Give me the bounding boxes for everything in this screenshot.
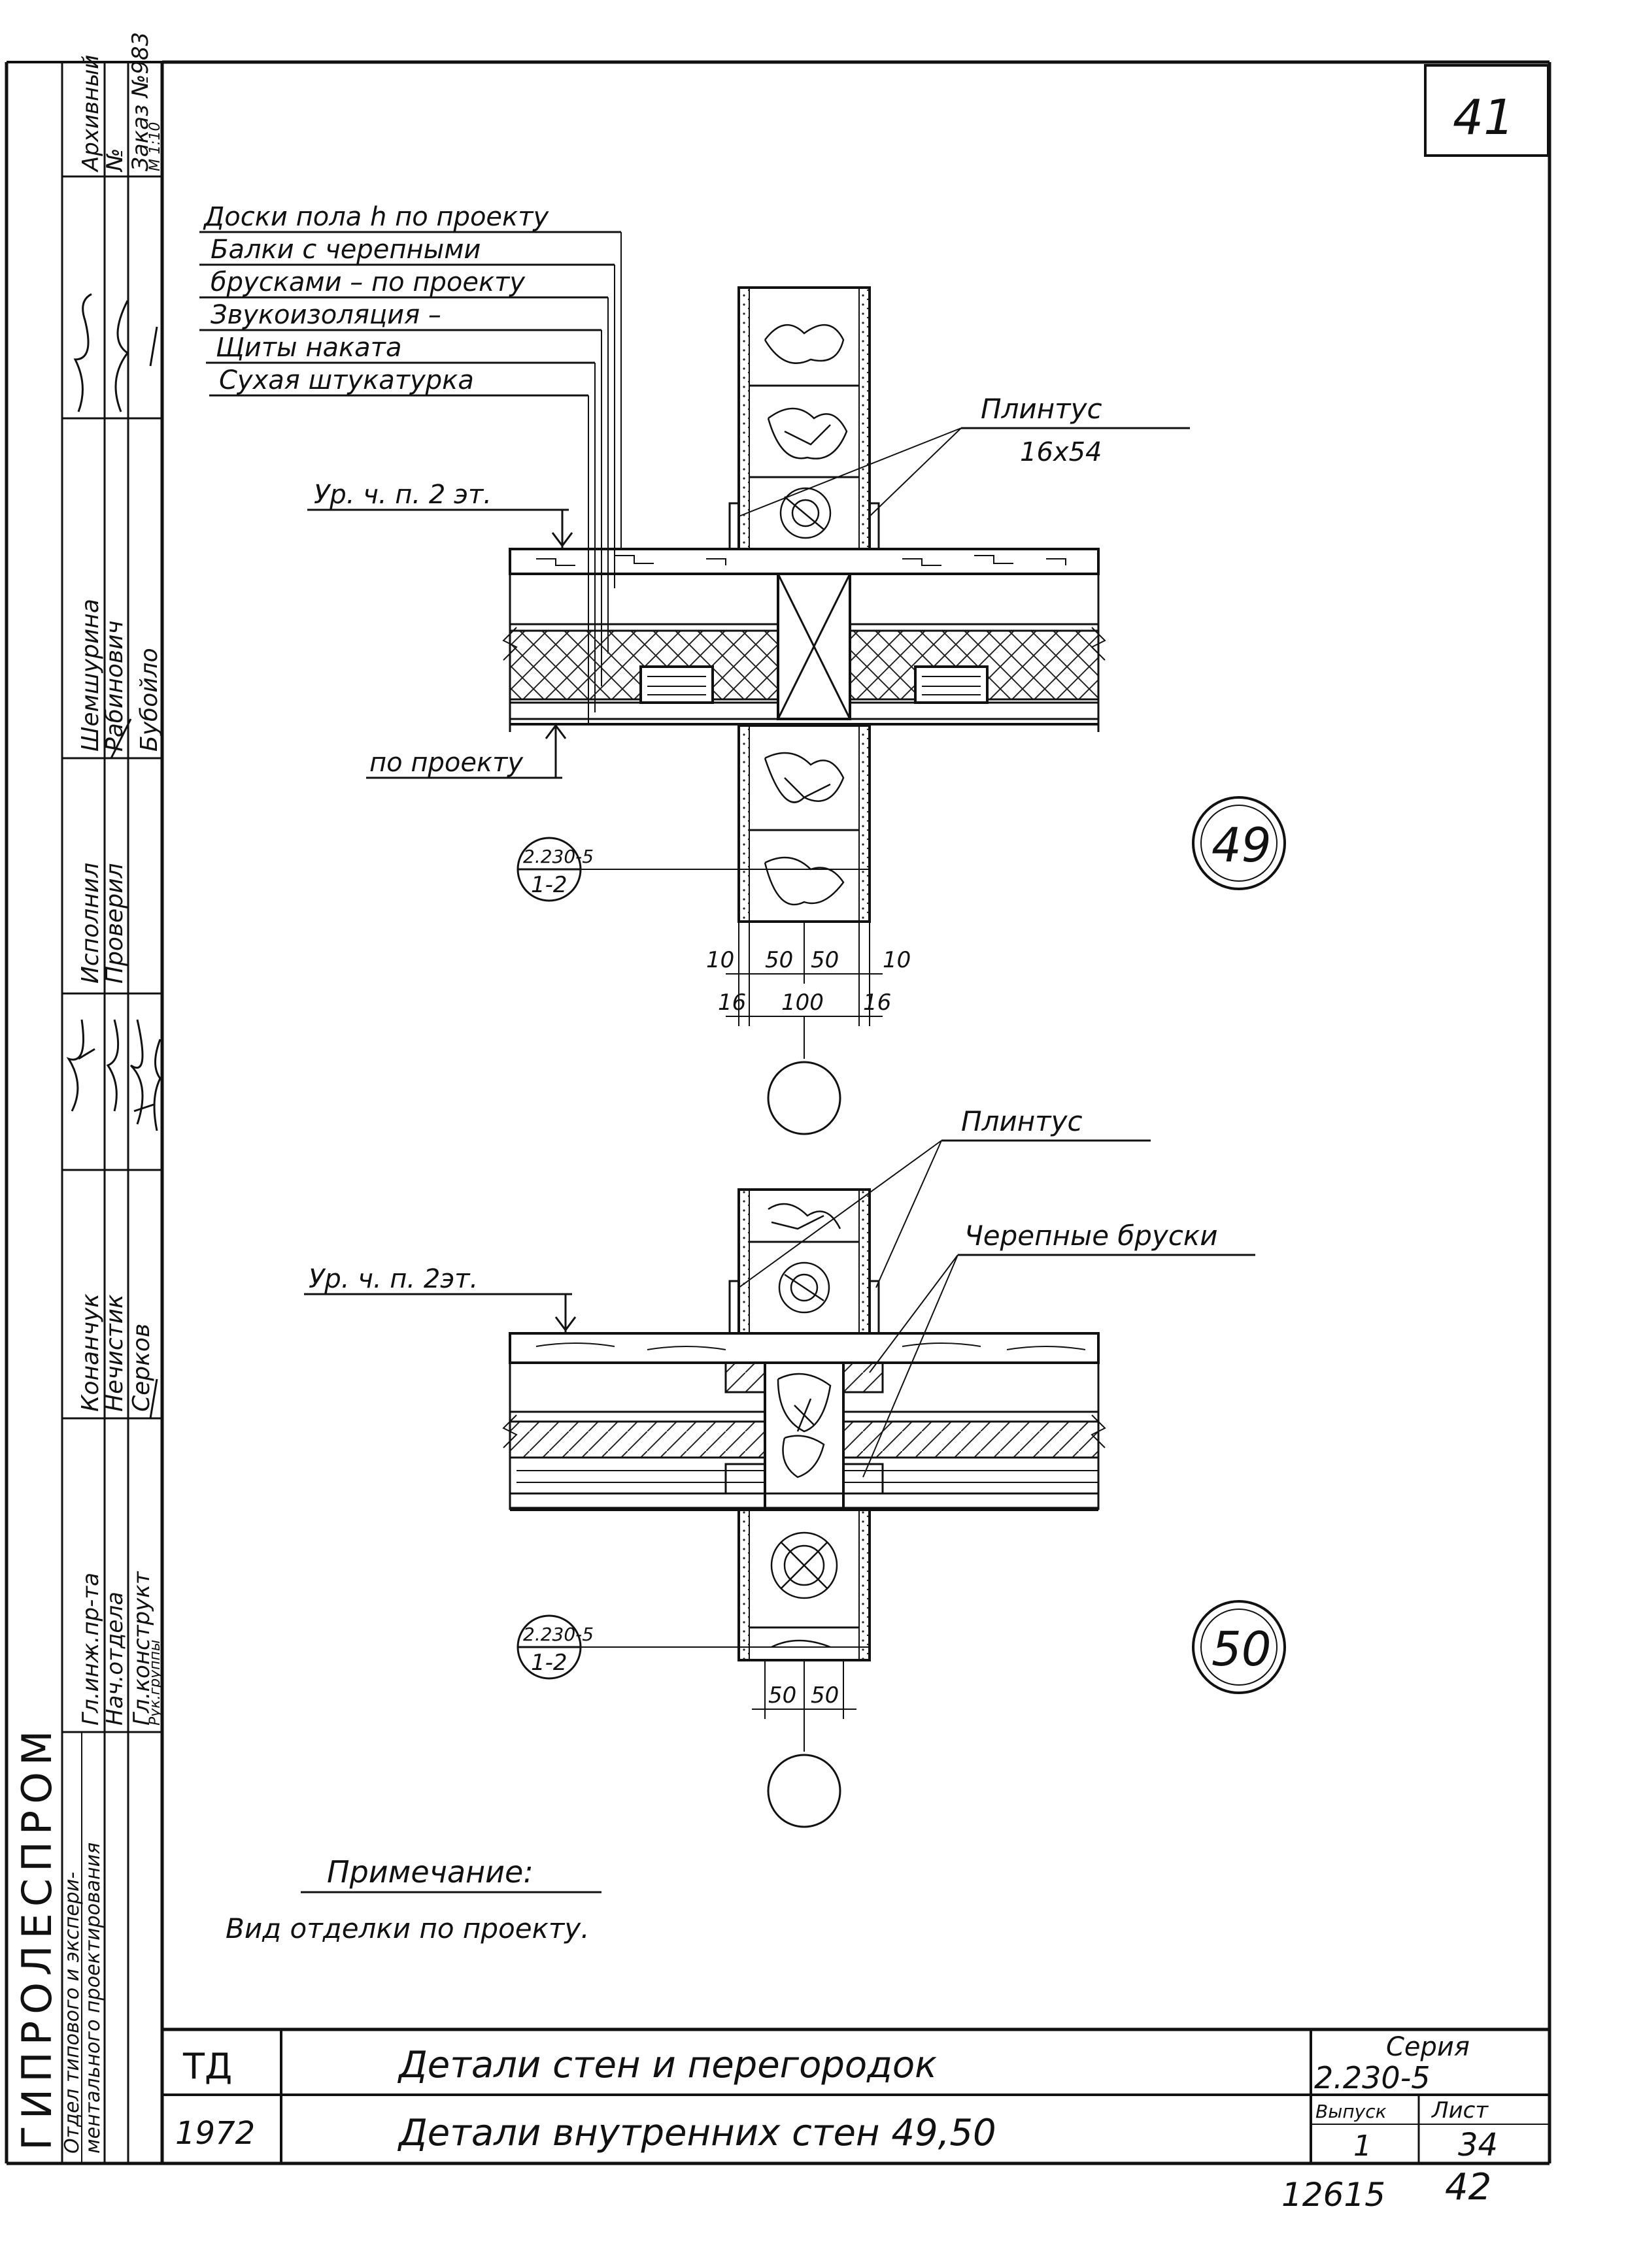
- stamp-name2-1: Шемшурина: [77, 599, 104, 752]
- detail49-plinth-label: Плинтус: [981, 393, 1102, 425]
- note-text: Вид отделки по проекту.: [226, 1912, 590, 1944]
- detail49-project-mark: по проекту: [366, 724, 567, 779]
- stamp-scale: М 1:10: [147, 122, 163, 171]
- title-series-label: Серия: [1386, 2032, 1470, 2062]
- detail49-dim-50-left: 50: [765, 947, 793, 973]
- detail50-axis-bubble: [767, 1709, 841, 1828]
- label-joists: Балки с черепными: [211, 235, 481, 265]
- side-stamp: ГИПРОЛЕСПРОМ Отдел типового и экспери- м…: [13, 32, 163, 2163]
- detail50-plinth-label: Плинтус: [961, 1105, 1083, 1137]
- detail50-ref-top: 2.230-5: [523, 1624, 594, 1645]
- detail49-wall-upper: [737, 286, 871, 550]
- label-floor-boards: Доски пола h по проекту: [203, 202, 549, 232]
- stamp-role-1: Гл.инж.пр-та: [78, 1573, 104, 1726]
- note-title: Примечание:: [327, 1854, 534, 1890]
- detail49-dim-50-right: 50: [811, 947, 839, 973]
- stamp-org: ГИПРОЛЕСПРОМ: [13, 1724, 61, 2150]
- detail50-number: 50: [1211, 1622, 1272, 1676]
- page-number: 41: [1453, 90, 1514, 146]
- stamp-archive-label: Архивный: [78, 55, 104, 173]
- detail50-wall-lower: [737, 1509, 871, 1661]
- detail50-number-mark: 50: [1192, 1600, 1286, 1694]
- label-plaster: Сухая штукатурка: [219, 365, 474, 395]
- detail50-wall-upper: [728, 1188, 880, 1335]
- title-code: ТД: [182, 2046, 232, 2087]
- detail49-wall-lower: [737, 724, 871, 923]
- stamp-role-2: Нач.отдела: [102, 1592, 128, 1726]
- stamp-dept-line2: ментального проектирования: [82, 1843, 105, 2154]
- title-sheet-label: Лист: [1431, 2097, 1489, 2124]
- label-cleats: брусками – по проекту: [211, 267, 526, 297]
- note: Примечание: Вид отделки по проекту.: [226, 1854, 601, 1944]
- stamp-archive-no: №: [102, 148, 128, 173]
- detail50-level-label: Ур. ч. п. 2эт.: [309, 1264, 478, 1294]
- stamp-name-2: Нечистик: [101, 1294, 128, 1412]
- detail49-label-stack: Доски пола h по проекту Балки с черепным…: [199, 202, 622, 725]
- stamp-name3: Бубойло: [136, 648, 163, 752]
- title-sheet: 34: [1458, 2127, 1498, 2163]
- detail49-dim-100: 100: [781, 990, 824, 1016]
- detail50-floor: [502, 1332, 1106, 1511]
- page-number-bottom: 42: [1445, 2166, 1491, 2209]
- title-sub: Детали внутренних стен 49,50: [397, 2112, 996, 2154]
- detail49-project-label: по проекту: [369, 748, 524, 778]
- detail50-cleat-callout: Черепные бруски: [862, 1220, 1255, 1478]
- stamp-role2-2: Проверил: [101, 863, 128, 984]
- title-year: 1972: [175, 2115, 255, 2152]
- detail49-plinth-size: 16x54: [1020, 437, 1102, 467]
- title-main: Детали стен и перегородок: [397, 2044, 937, 2086]
- detail49-dimensions: 10 50 50 10 16 100 16: [706, 922, 911, 1026]
- detail49-number-mark: 49: [1192, 796, 1286, 890]
- stamp-order-no: Заказ №983: [127, 32, 154, 171]
- label-insulation: Звукоизоляция –: [211, 300, 441, 330]
- detail49-dim-10-right: 10: [883, 947, 911, 973]
- stamp-dept-line1: Отдел типового и экспери-: [61, 1872, 84, 2154]
- detail49-level-mark: Ур. ч. п. 2 эт.: [307, 480, 573, 549]
- detail-49: Доски пола h по проекту Балки с черепным…: [199, 202, 1286, 1135]
- detail49-ref-bottom: 1-2: [531, 872, 567, 898]
- detail49-dim-16-left: 16: [718, 990, 746, 1016]
- detail49-level-label: Ур. ч. п. 2 эт.: [314, 480, 492, 510]
- label-panels: Щиты наката: [216, 333, 402, 363]
- archive-footer: 12615 42: [1281, 2166, 1491, 2214]
- title-block: ТД 1972 Детали стен и перегородок Детали…: [162, 2027, 1550, 2163]
- title-issue-label: Выпуск: [1315, 2101, 1387, 2122]
- detail50-ref-bottom: 1-2: [531, 1650, 567, 1676]
- detail49-number: 49: [1211, 818, 1272, 873]
- signature-marks: [66, 293, 161, 1419]
- detail49-ref-top: 2.230-5: [523, 846, 594, 867]
- stamp-role2-1: Исполнил: [77, 863, 104, 984]
- sheet-frame: [5, 60, 1551, 2165]
- detail50-cleat-label: Черепные бруски: [964, 1220, 1218, 1252]
- detail50-ref-bubble: 2.230-5 1-2: [517, 1614, 870, 1680]
- detail-50: Ур. ч. п. 2эт. Плинтус Черепные бруски 2…: [304, 1105, 1286, 1828]
- detail50-level-mark: Ур. ч. п. 2эт.: [304, 1264, 577, 1333]
- stamp-role-4: Рук.группы: [147, 1640, 163, 1726]
- detail49-ref-bubble: 2.230-5 1-2: [517, 837, 870, 902]
- detail49-axis-bubble: [767, 1016, 841, 1135]
- page-number-box: 41: [1424, 64, 1550, 157]
- title-issue: 1: [1353, 2129, 1372, 2163]
- detail49-floor: [502, 502, 1106, 732]
- detail49-plinth-callout: Плинтус 16x54: [738, 393, 1190, 517]
- stamp-role-3: Гл.конструкт: [129, 1571, 155, 1726]
- detail50-plinth-callout: Плинтус: [738, 1105, 1151, 1288]
- detail50-dim-50-left: 50: [768, 1682, 796, 1709]
- detail49-dim-16-right: 16: [863, 990, 891, 1016]
- detail49-dim-10-left: 10: [706, 947, 734, 973]
- stamp-name-3: Серков: [128, 1324, 155, 1412]
- stamp-name2-2: Рабинович: [101, 620, 128, 752]
- title-series: 2.230-5: [1314, 2060, 1431, 2095]
- stamp-name-1: Конанчук: [77, 1293, 104, 1412]
- detail50-dim-50-right: 50: [811, 1682, 839, 1709]
- archive-note: 12615: [1281, 2176, 1385, 2214]
